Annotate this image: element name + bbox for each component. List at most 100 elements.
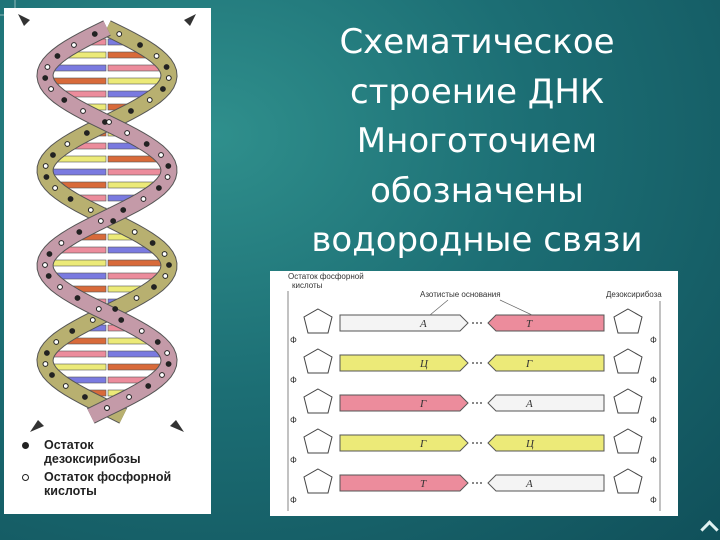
deoxyribose-dot <box>46 251 53 257</box>
base-letter-right: А <box>525 478 533 490</box>
legend-deoxyribose-line1: Остаток <box>44 438 94 452</box>
hydrogen-bond-dot <box>472 362 474 364</box>
deoxyribose-dot <box>165 361 172 367</box>
legend-phosphate: Остаток фосфорной кислоты <box>22 470 172 498</box>
arrow-icon <box>184 14 196 26</box>
dna-helix-illustration <box>18 14 196 432</box>
deoxyribose-dot <box>112 306 119 312</box>
phosphate-dot <box>42 163 49 169</box>
phosphate-dot <box>42 262 48 268</box>
legend-deoxyribose: Остаток дезоксирибозы <box>22 438 171 466</box>
base-block <box>52 363 107 371</box>
base-right <box>487 434 605 452</box>
deoxyribose-dot <box>165 163 172 169</box>
phosphate-dot <box>164 174 171 180</box>
phosphate-dot <box>48 86 54 92</box>
base-block <box>107 77 163 85</box>
hydrogen-bond-dot <box>472 482 474 484</box>
deoxyribose-dot <box>42 75 49 81</box>
title-line-1: Схематическое <box>339 22 615 62</box>
phosphate-dot <box>126 394 132 400</box>
helix-legend: Остаток дезоксирибозы Остаток фосфорной … <box>22 438 172 502</box>
legend-deoxyribose-line2: дезоксирибозы <box>44 452 141 466</box>
phosphate-dot <box>53 339 60 345</box>
phosphate-dot <box>97 218 104 224</box>
base-letter-right: Т <box>526 318 533 330</box>
sugar-pentagon-right <box>613 468 643 494</box>
base-pair-diagram: Остаток фосфорной кислоты Азотистые осно… <box>287 272 662 511</box>
base-block <box>107 168 164 176</box>
label-pointer <box>429 299 449 316</box>
hydrogen-bond-dot <box>480 482 482 484</box>
deoxyribose-dot <box>143 141 150 147</box>
phosphate-dot <box>64 141 71 147</box>
sugar-pentagon-left <box>303 468 333 494</box>
title-line-4: обозначены <box>370 170 584 211</box>
hydrogen-bond-dot <box>472 442 474 444</box>
deoxyribose-dot <box>154 339 161 345</box>
phosphate-dot <box>124 130 131 136</box>
hydrogen-bond-dot <box>480 442 482 444</box>
sugar-pentagon-left <box>303 428 333 454</box>
sugar-pentagon-left <box>303 308 333 334</box>
base-right <box>487 354 605 372</box>
deoxyribose-dot <box>160 86 166 92</box>
bases-label: Азотистые основания <box>420 290 501 299</box>
base-right <box>487 314 605 332</box>
base-letter-right: Г <box>525 358 533 370</box>
hydrogen-bond-dot <box>476 482 478 484</box>
phosphate-marker: Ф <box>650 375 657 385</box>
base-block <box>52 64 107 72</box>
deoxyribose-dot <box>120 207 127 213</box>
phosphate-dot <box>116 31 123 37</box>
label-pointer <box>499 299 533 316</box>
base-letter-left: Т <box>420 478 427 490</box>
phosphate-dot <box>164 350 171 356</box>
title-line-5: водородные связи <box>311 220 643 260</box>
base-letter-left: Г <box>419 398 427 410</box>
hydrogen-bond-dot <box>480 402 482 404</box>
phosphate-dot <box>138 328 145 334</box>
phosphate-dot <box>146 97 153 103</box>
legend-phosphate-line1: Остаток фосфорной <box>44 470 172 484</box>
base-letter-left: А <box>419 318 427 330</box>
base-left <box>339 434 469 452</box>
base-letter-left: Ц <box>419 358 429 370</box>
deoxyribose-dot <box>151 284 157 290</box>
base-left <box>339 474 469 492</box>
sugar-pentagon-right <box>613 308 643 334</box>
phosphate-dot <box>153 53 160 59</box>
phosphate-dot <box>44 64 51 70</box>
arrow-icon <box>18 14 30 26</box>
hydrogen-bond-dot <box>472 402 474 404</box>
phosphate-dot <box>80 108 86 114</box>
phosphate-dot <box>158 152 164 158</box>
hydrogen-bond-dot <box>472 322 474 324</box>
deoxyribose-dot <box>91 31 98 37</box>
phosphate-dot <box>62 383 69 389</box>
hydrogen-bond-dot <box>476 362 478 364</box>
hydrogen-bond-dot <box>476 322 478 324</box>
phosphate-marker: Ф <box>650 415 657 425</box>
deoxyribose-dot <box>49 372 55 378</box>
helix-panel <box>4 8 211 514</box>
phosphate-dot <box>42 361 49 367</box>
deoxyribose-dot <box>83 130 90 136</box>
base-letter-left: Г <box>419 438 427 450</box>
phosphate-dot <box>165 75 172 81</box>
sugar-pentagon-left <box>303 388 333 414</box>
phosphate-dot <box>131 229 138 235</box>
base-right <box>487 394 605 412</box>
sugar-label: Дезоксирибоза <box>606 290 662 299</box>
deoxyribose-dot <box>149 240 156 246</box>
phosphate-label-line1: Остаток фосфорной <box>288 272 364 281</box>
deoxyribose-dot <box>50 152 56 158</box>
phosphate-dot <box>87 207 94 213</box>
hollow-dot-icon <box>22 474 29 481</box>
deoxyribose-dot <box>156 185 162 191</box>
base-block <box>107 64 162 72</box>
base-block <box>50 168 107 176</box>
base-left <box>339 314 469 332</box>
deoxyribose-dot <box>145 383 152 389</box>
deoxyribose-dot <box>110 218 117 224</box>
